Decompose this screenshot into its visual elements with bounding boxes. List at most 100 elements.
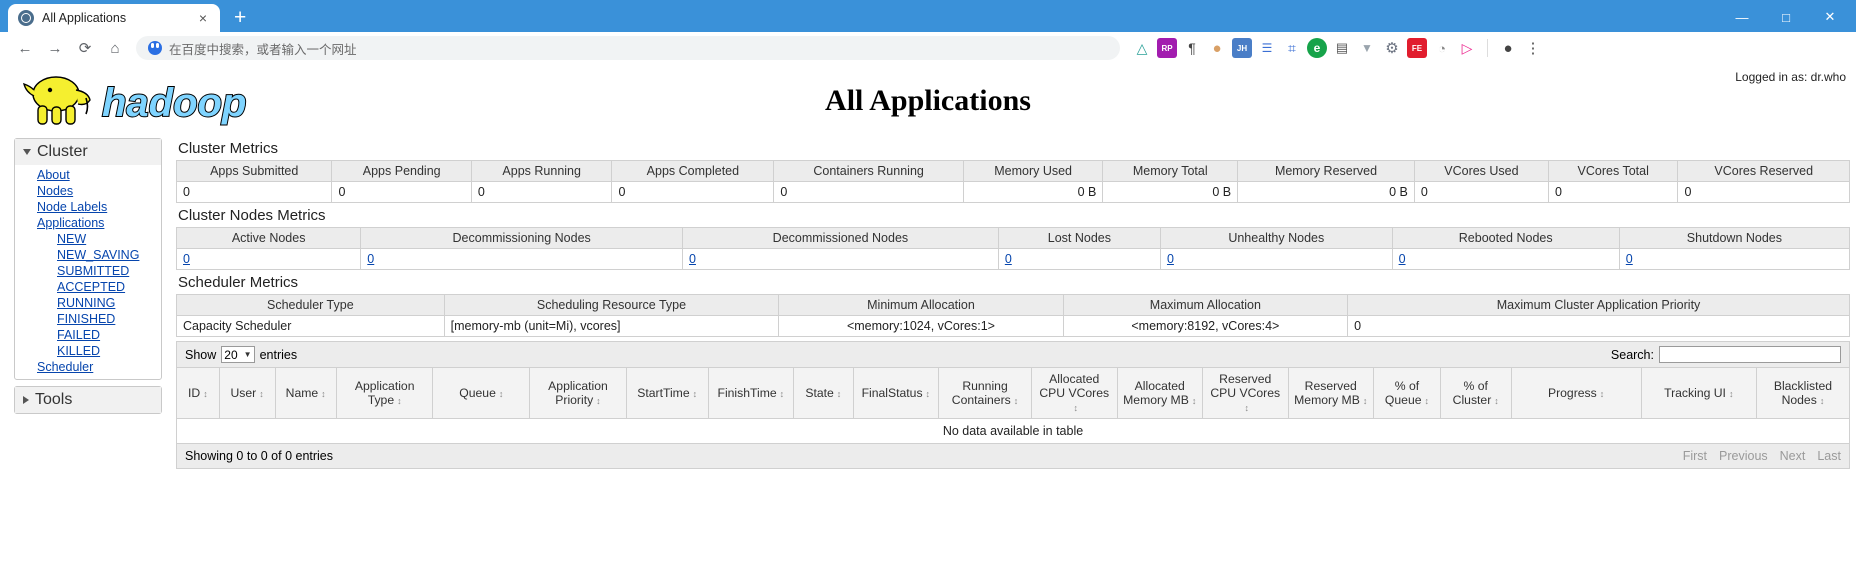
link-decommissioned-nodes[interactable]: 0 bbox=[689, 252, 696, 266]
sort-icon: ↕ bbox=[498, 389, 504, 400]
col-state[interactable]: State↕ bbox=[793, 366, 854, 420]
cell-apps-submitted: 0 bbox=[175, 181, 333, 203]
page-last-button[interactable]: Last bbox=[1817, 449, 1841, 464]
pilcrow-icon[interactable]: ¶ bbox=[1188, 40, 1196, 56]
tools-panel-header[interactable]: Tools bbox=[15, 387, 161, 413]
col-percent-of-cluster[interactable]: % of Cluster↕ bbox=[1439, 366, 1512, 420]
sidebar-item-node-labels[interactable]: Node Labels bbox=[37, 200, 108, 214]
close-icon[interactable]: × bbox=[198, 10, 207, 26]
cell-max-cluster-app-priority: 0 bbox=[1347, 315, 1850, 337]
col-tracking-ui[interactable]: Tracking UI↕ bbox=[1640, 366, 1757, 420]
cell-scheduling-resource-type: [memory-mb (unit=Mi), vcores] bbox=[443, 315, 780, 337]
frame-icon[interactable]: ⌗ bbox=[1288, 39, 1296, 56]
sort-icon: ↕ bbox=[397, 396, 402, 407]
chevron-down-icon: ▼ bbox=[243, 350, 252, 359]
col-shutdown-nodes: Shutdown Nodes bbox=[1618, 227, 1851, 249]
hadoop-logo: hadoop bbox=[14, 68, 264, 134]
page-length-select[interactable]: 20 ▼ bbox=[221, 346, 255, 363]
sidebar-item-running[interactable]: RUNNING bbox=[57, 296, 116, 310]
sidebar-item-about[interactable]: About bbox=[37, 168, 70, 182]
back-icon[interactable]: ← bbox=[17, 39, 33, 57]
sidebar-item-finished[interactable]: FINISHED bbox=[57, 312, 116, 326]
cookie-icon[interactable]: ● bbox=[1212, 39, 1222, 57]
mouse-icon[interactable]: ◔ bbox=[1438, 40, 1446, 56]
link-unhealthy-nodes[interactable]: 0 bbox=[1166, 252, 1174, 266]
page-next-button[interactable]: Next bbox=[1779, 449, 1806, 464]
sidebar-item-applications[interactable]: Applications bbox=[37, 216, 105, 230]
reload-icon[interactable]: ⟳ bbox=[78, 40, 92, 57]
applications-table: ID↕ User↕ Name↕ Application Type↕ Queue↕… bbox=[176, 366, 1851, 445]
account-icon[interactable]: ● bbox=[1503, 39, 1513, 57]
fe-icon[interactable]: FE bbox=[1407, 38, 1427, 58]
col-application-type[interactable]: Application Type↕ bbox=[335, 366, 434, 420]
sidebar-item-submitted[interactable]: SUBMITTED bbox=[57, 264, 130, 278]
col-id[interactable]: ID↕ bbox=[176, 366, 220, 420]
sidebar-item-scheduler[interactable]: Scheduler bbox=[37, 360, 94, 374]
link-decommissioning-nodes[interactable]: 0 bbox=[367, 252, 375, 266]
clipboard-icon[interactable]: ▤ bbox=[1335, 40, 1349, 55]
tools-panel[interactable]: Tools bbox=[14, 386, 162, 414]
maximize-button[interactable]: □ bbox=[1782, 9, 1790, 25]
sidebar-item-nodes[interactable]: Nodes bbox=[37, 184, 74, 198]
cell-apps-completed: 0 bbox=[611, 181, 775, 203]
browser-tab[interactable]: All Applications × bbox=[8, 4, 220, 32]
col-starttime[interactable]: StartTime↕ bbox=[625, 366, 709, 420]
link-shutdown-nodes[interactable]: 0 bbox=[1625, 252, 1633, 266]
col-queue[interactable]: Queue↕ bbox=[432, 366, 531, 420]
col-percent-of-queue[interactable]: % of Queue↕ bbox=[1373, 366, 1441, 420]
forward-icon[interactable]: → bbox=[47, 39, 63, 57]
sidebar-item-new-saving[interactable]: NEW_SAVING bbox=[57, 248, 140, 262]
sort-icon: ↕ bbox=[1244, 403, 1250, 414]
minimize-button[interactable]: — bbox=[1735, 9, 1749, 25]
col-application-priority[interactable]: Application Priority↕ bbox=[529, 366, 627, 420]
link-active-nodes[interactable]: 0 bbox=[183, 252, 190, 266]
col-memory-total: Memory Total bbox=[1102, 160, 1239, 182]
v-icon[interactable]: ▼ bbox=[1361, 41, 1373, 55]
table-empty-row: No data available in table bbox=[176, 418, 1850, 445]
link-rebooted-nodes[interactable]: 0 bbox=[1398, 252, 1406, 266]
sidebar-item-new[interactable]: NEW bbox=[57, 232, 87, 246]
search-input[interactable] bbox=[1659, 346, 1841, 363]
close-window-button[interactable]: ✕ bbox=[1824, 9, 1836, 24]
cell-scheduler-type: Capacity Scheduler bbox=[176, 315, 445, 337]
sort-icon: ↕ bbox=[1819, 396, 1825, 407]
col-finishtime[interactable]: FinishTime↕ bbox=[707, 366, 795, 420]
address-bar[interactable]: 在百度中搜索，或者输入一个网址 bbox=[136, 36, 1120, 60]
col-lost-nodes: Lost Nodes bbox=[997, 227, 1161, 249]
kebab-menu-icon[interactable]: ⋮ bbox=[1525, 40, 1541, 57]
col-running-containers[interactable]: Running Containers↕ bbox=[938, 366, 1032, 420]
col-reserved-cpu-vcores[interactable]: Reserved CPU VCores↕ bbox=[1202, 366, 1289, 420]
sort-icon: ↕ bbox=[1494, 396, 1499, 407]
col-blacklisted-nodes[interactable]: Blacklisted Nodes↕ bbox=[1755, 366, 1851, 420]
table-row: Capacity Scheduler [memory-mb (unit=Mi),… bbox=[176, 315, 1850, 337]
toolbar-divider bbox=[1487, 39, 1488, 57]
col-memory-used: Memory Used bbox=[962, 160, 1104, 182]
play-icon[interactable]: ▷ bbox=[1461, 39, 1473, 56]
col-active-nodes: Active Nodes bbox=[175, 227, 362, 249]
sidebar-item-failed[interactable]: FAILED bbox=[57, 328, 101, 342]
col-allocated-memory-mb[interactable]: Allocated Memory MB↕ bbox=[1116, 366, 1203, 420]
link-lost-nodes[interactable]: 0 bbox=[1004, 252, 1012, 266]
col-name[interactable]: Name↕ bbox=[274, 366, 337, 420]
cell-vcores-used: 0 bbox=[1413, 181, 1549, 203]
note-edit-icon[interactable]: ☰ bbox=[1261, 41, 1273, 55]
sidebar-item-accepted[interactable]: ACCEPTED bbox=[57, 280, 126, 294]
page-first-button[interactable]: First bbox=[1682, 449, 1708, 464]
graphql-icon[interactable]: △ bbox=[1136, 39, 1148, 56]
evernote-icon[interactable]: e bbox=[1307, 38, 1327, 58]
gear-icon[interactable]: ⚙ bbox=[1385, 40, 1399, 57]
col-allocated-cpu-vcores[interactable]: Allocated CPU VCores↕ bbox=[1031, 366, 1118, 420]
home-icon[interactable]: ⌂ bbox=[110, 39, 120, 57]
cluster-panel-header[interactable]: Cluster bbox=[15, 139, 161, 165]
col-reserved-memory-mb[interactable]: Reserved Memory MB↕ bbox=[1287, 366, 1374, 420]
page-previous-button[interactable]: Previous bbox=[1719, 449, 1768, 464]
col-progress[interactable]: Progress↕ bbox=[1510, 366, 1642, 420]
col-user[interactable]: User↕ bbox=[218, 366, 276, 420]
sidebar-item-killed[interactable]: KILLED bbox=[57, 344, 101, 358]
sort-icon: ↕ bbox=[259, 389, 264, 400]
jh-icon[interactable]: JH bbox=[1232, 38, 1252, 58]
cell-memory-total: 0 B bbox=[1102, 181, 1239, 203]
col-finalstatus[interactable]: FinalStatus↕ bbox=[852, 366, 940, 420]
new-tab-button[interactable]: + bbox=[234, 6, 247, 29]
rp-icon[interactable]: RP bbox=[1157, 38, 1177, 58]
